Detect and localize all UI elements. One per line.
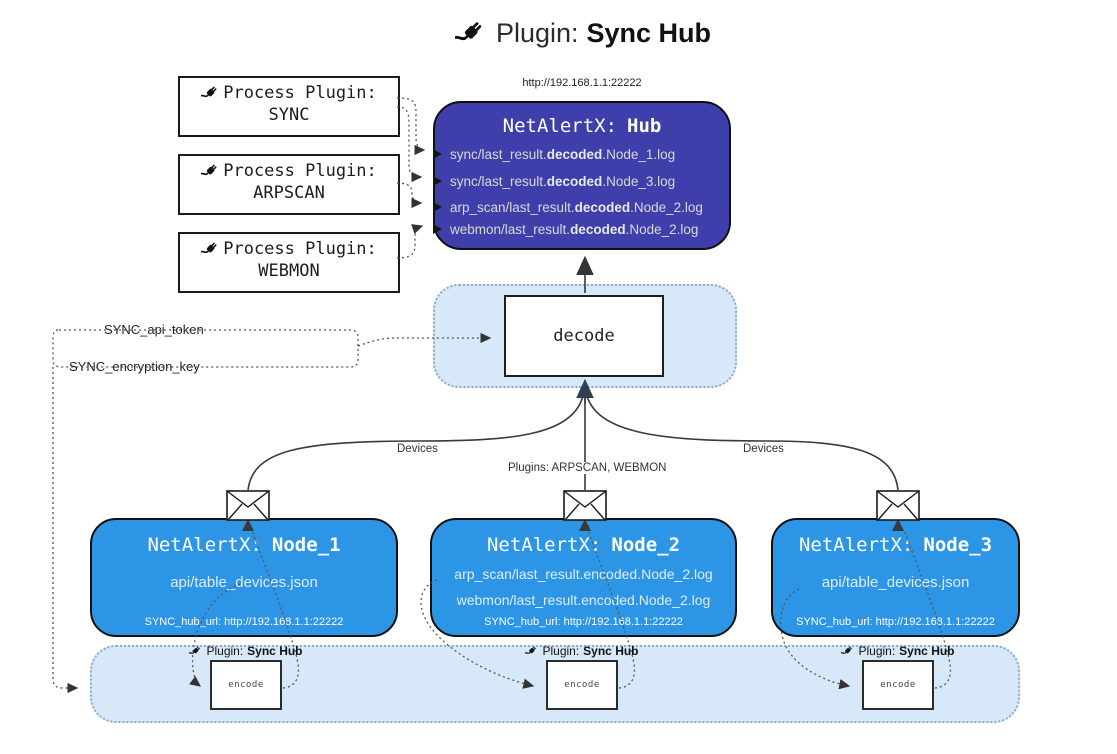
encoder-plugin-label: Plugin:Sync Hub bbox=[525, 644, 639, 658]
node-hub-url: SYNC_hub_url: http://192.168.1.1:22222 bbox=[796, 616, 995, 628]
arrow-right-icon bbox=[433, 224, 442, 234]
hub-box: NetAlertX: Hub sync/last_result.decoded.N… bbox=[433, 101, 731, 250]
hub-title: NetAlertX: Hub bbox=[435, 115, 729, 137]
devices-label-left: Devices bbox=[394, 443, 441, 455]
node-file: api/table_devices.json bbox=[170, 574, 318, 591]
hub-log-line: webmon/last_result.decoded.Node_2.log bbox=[433, 222, 698, 237]
arrow-right-icon bbox=[433, 202, 442, 212]
encoder-plugin-label: Plugin:Sync Hub bbox=[841, 644, 955, 658]
page-title: Plugin: Sync Hub bbox=[454, 16, 712, 50]
process-plugin-name: SYNC bbox=[268, 105, 310, 125]
decode-box: decode bbox=[504, 295, 664, 377]
process-plugin-label: Process Plugin: bbox=[223, 83, 377, 103]
node-title: NetAlertX:Node_2 bbox=[486, 534, 681, 556]
hub-log-line: sync/last_result.decoded.Node_1.log bbox=[433, 147, 675, 162]
encode-box: encode bbox=[862, 660, 934, 710]
process-plugin-name: ARPSCAN bbox=[253, 183, 325, 203]
node-hub-url: SYNC_hub_url: http://192.168.1.1:22222 bbox=[484, 616, 683, 628]
hub-title-prefix: NetAlertX: bbox=[502, 115, 618, 137]
encoder-group-1: Plugin:Sync Hub encode bbox=[171, 644, 321, 710]
process-plugin-sync: Process Plugin: SYNC bbox=[178, 76, 400, 137]
node-title: NetAlertX:Node_1 bbox=[147, 534, 341, 556]
process-plugin-name: WEBMON bbox=[258, 261, 320, 281]
process-plugin-webmon: Process Plugin: WEBMON bbox=[178, 232, 400, 293]
plug-icon bbox=[201, 164, 217, 176]
hub-log-line: arp_scan/last_result.decoded.Node_2.log bbox=[433, 200, 703, 215]
envelope-icon bbox=[226, 490, 270, 521]
hub-log-line: sync/last_result.decoded.Node_3.log bbox=[433, 174, 675, 189]
node-file: arp_scan/last_result.encoded.Node_2.log bbox=[454, 566, 713, 582]
encoder-plugin-label: Plugin:Sync Hub bbox=[189, 644, 303, 658]
encoder-group-3: Plugin:Sync Hub encode bbox=[823, 644, 973, 710]
title-name: Sync Hub bbox=[586, 17, 712, 48]
encode-box: encode bbox=[546, 660, 618, 710]
plug-icon bbox=[841, 646, 853, 654]
envelope-icon bbox=[563, 490, 607, 521]
node-hub-url: SYNC_hub_url: http://192.168.1.1:22222 bbox=[144, 616, 344, 628]
plug-icon bbox=[454, 22, 482, 41]
node-title: NetAlertX:Node_3 bbox=[798, 534, 993, 556]
process-plugin-label: Process Plugin: bbox=[223, 161, 377, 181]
process-plugin-label: Process Plugin: bbox=[223, 239, 377, 259]
arrow-right-icon bbox=[433, 176, 442, 186]
plug-icon bbox=[189, 646, 201, 654]
hub-title-name: Hub bbox=[627, 115, 662, 137]
arrow-right-icon bbox=[433, 149, 442, 159]
plugins-label-center: Plugins: ARPSCAN, WEBMON bbox=[505, 462, 670, 474]
sync-encryption-key-label: SYNC_encryption_key bbox=[66, 359, 203, 374]
node-3-box: NetAlertX:Node_3 api/table_devices.json … bbox=[771, 518, 1020, 637]
node-1-box: NetAlertX:Node_1 api/table_devices.json … bbox=[90, 518, 398, 637]
node-file: api/table_devices.json bbox=[821, 574, 970, 591]
plug-icon bbox=[201, 242, 217, 254]
title-prefix: Plugin: bbox=[495, 17, 579, 48]
sync-api-token-label: SYNC_api_token bbox=[101, 322, 207, 337]
encoder-group-2: Plugin:Sync Hub encode bbox=[507, 644, 657, 710]
node-file: webmon/last_result.encoded.Node_2.log bbox=[456, 592, 711, 608]
process-plugin-arpscan: Process Plugin: ARPSCAN bbox=[178, 154, 400, 215]
devices-label-right: Devices bbox=[740, 443, 787, 455]
plug-icon bbox=[525, 646, 537, 654]
envelope-icon bbox=[876, 490, 920, 521]
plug-icon bbox=[201, 86, 217, 98]
node-2-box: NetAlertX:Node_2 arp_scan/last_result.en… bbox=[430, 518, 737, 637]
encode-box: encode bbox=[210, 660, 282, 710]
hub-address: http://192.168.1.1:22222 bbox=[522, 77, 642, 89]
